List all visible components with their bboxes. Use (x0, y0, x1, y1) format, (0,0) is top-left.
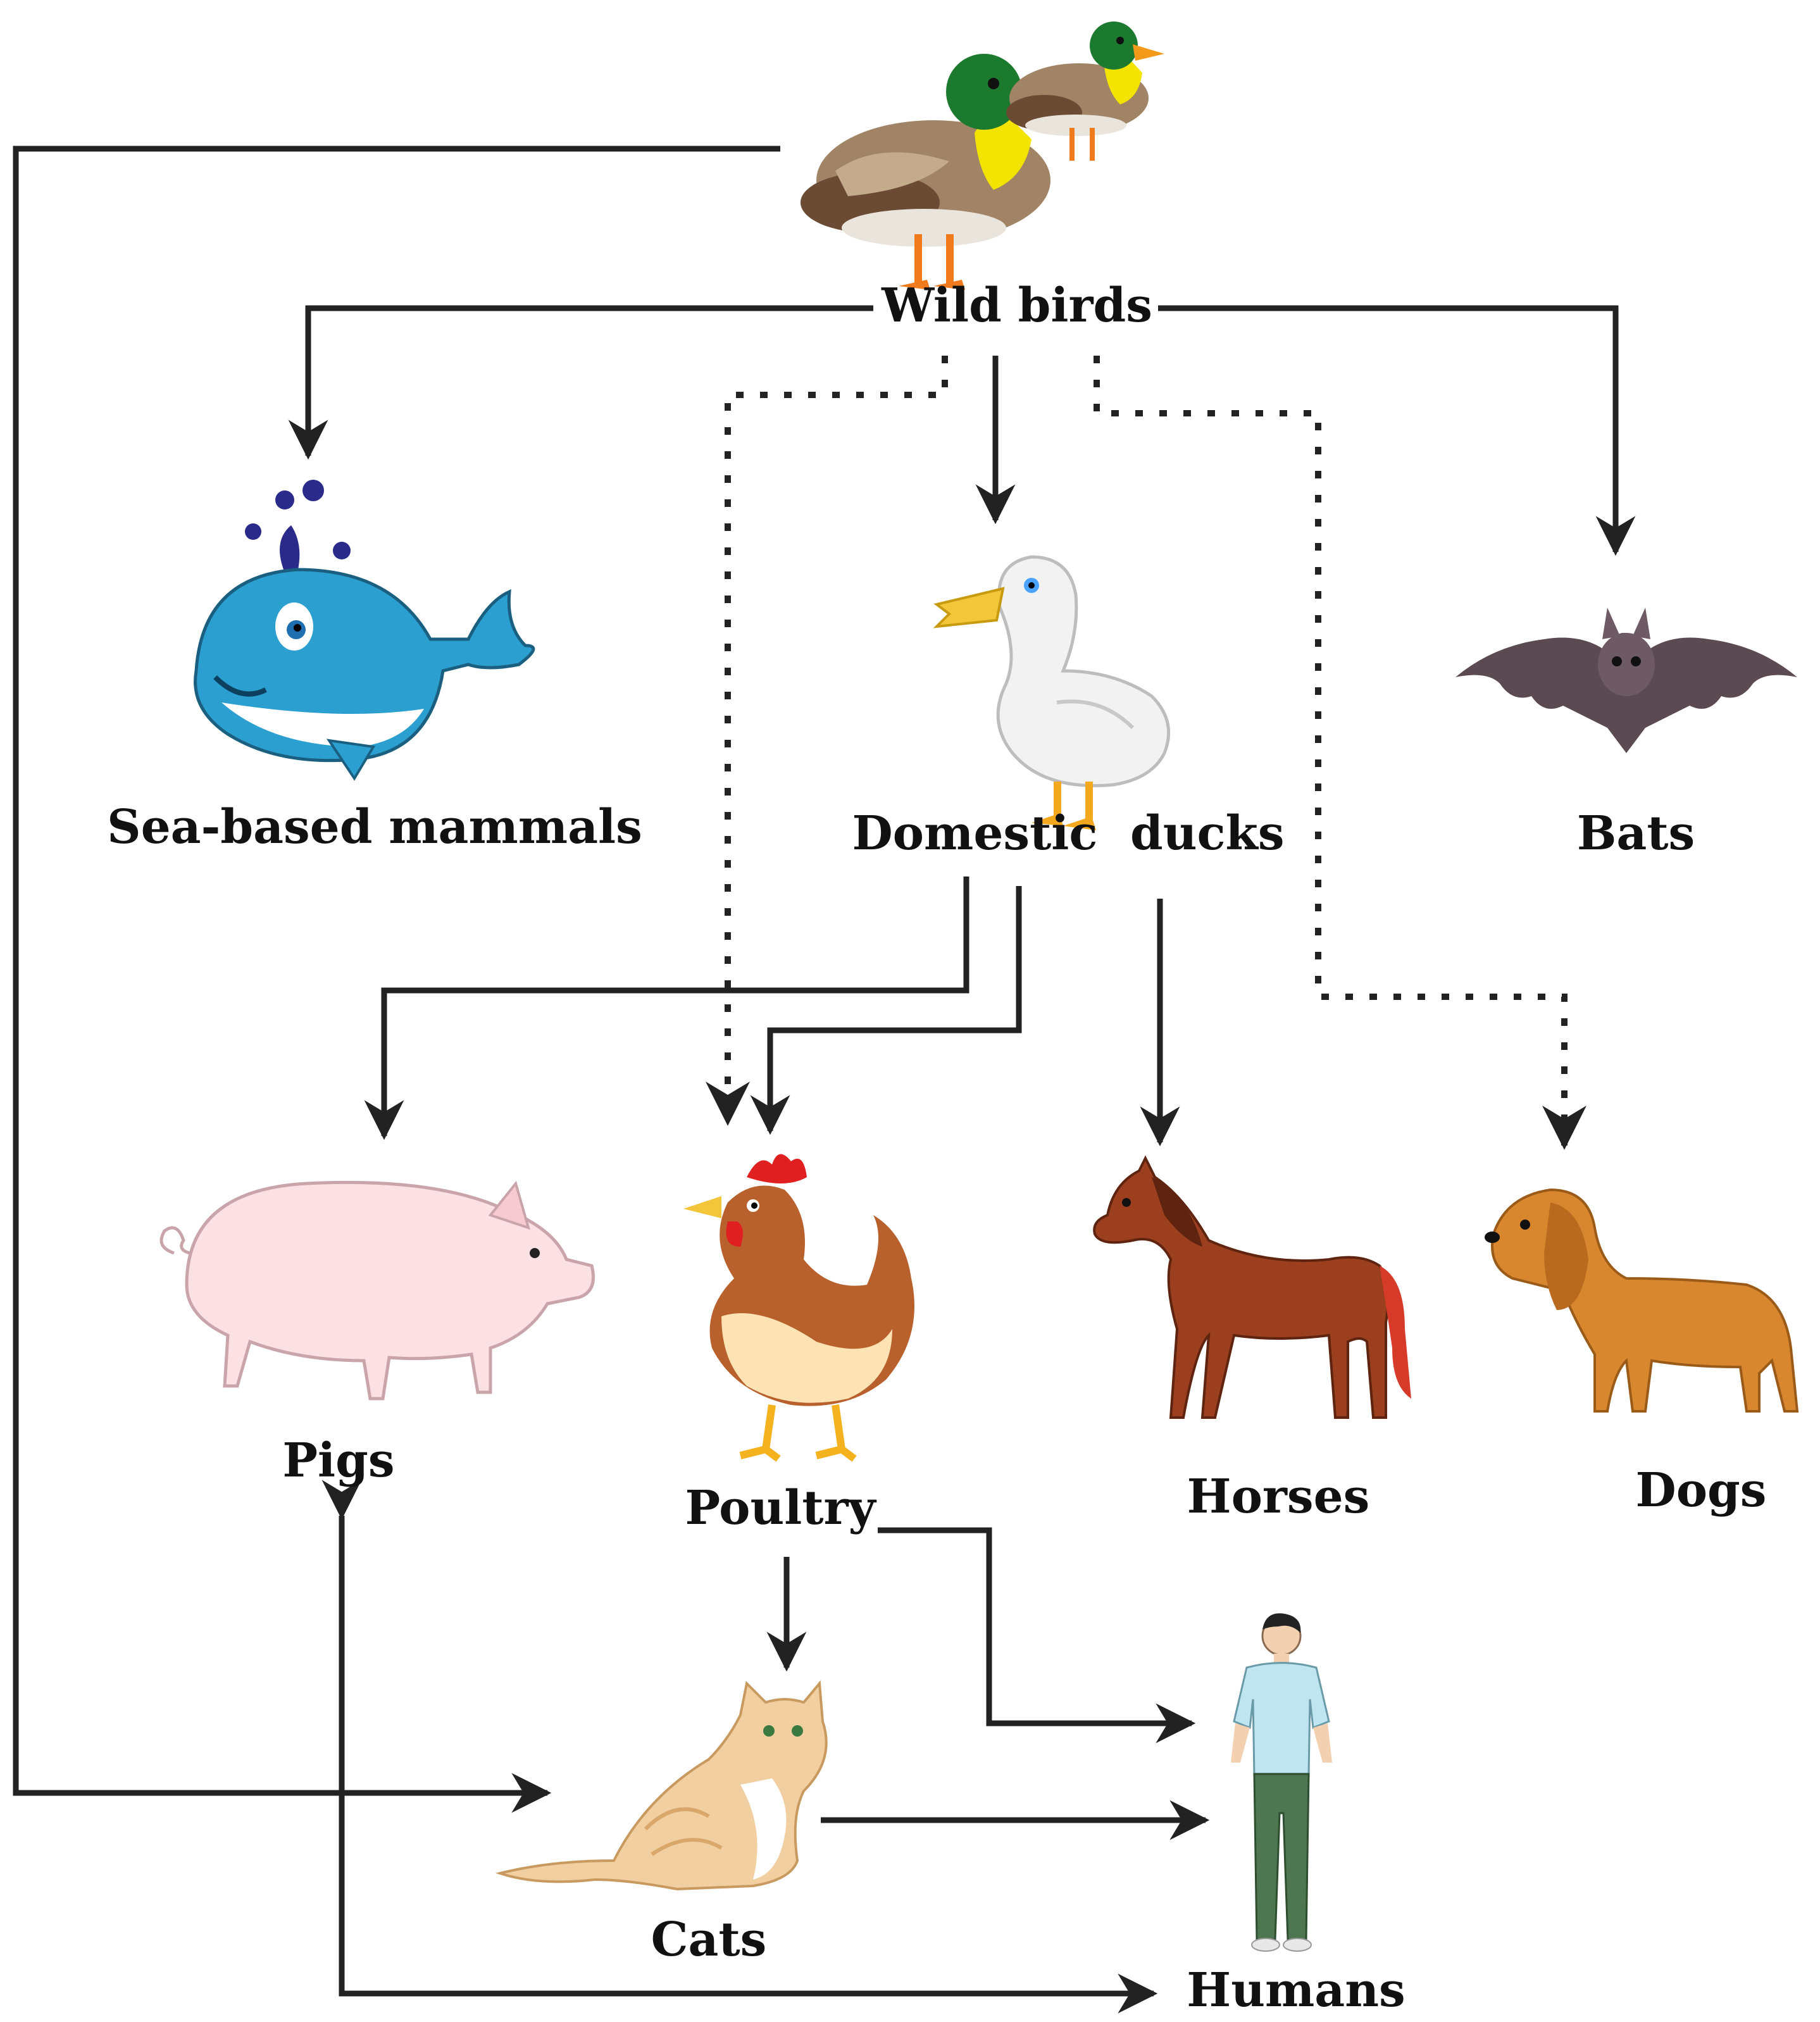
bat-icon (1455, 608, 1797, 753)
edge-pigs-humans-bidirectional (321, 1480, 1158, 2014)
label-dogs: Dogs (1636, 1463, 1767, 1518)
pig-icon (159, 1180, 595, 1401)
edge-poultry-to-humans (878, 1527, 1196, 1744)
edge-wild-birds-to-sea-mammals (288, 305, 873, 460)
edge-wild-birds-to-cats (13, 146, 780, 1813)
edge-domestic-ducks-to-poultry (750, 886, 1022, 1135)
edge-wild-birds-to-dogs (1094, 356, 1586, 1150)
labels: Wild birds Sea-based mammals Domestic du… (107, 278, 1766, 2018)
edge-wild-birds-to-poultry (706, 356, 948, 1126)
horse-icon (1093, 1155, 1411, 1419)
label-wild-birds: Wild birds (881, 278, 1152, 333)
edge-domestic-ducks-to-pigs (364, 877, 969, 1140)
edge-wild-birds-to-bats (1158, 305, 1636, 556)
label-horses: Horses (1187, 1470, 1370, 1524)
dog-icon (1485, 1188, 1799, 1413)
mallard-duck-icon (801, 22, 1164, 290)
label-domestic-ducks: Domestic ducks (852, 806, 1285, 861)
white-duck-icon (933, 555, 1171, 830)
label-cats: Cats (651, 1913, 767, 1967)
cat-icon (495, 1680, 828, 1891)
whale-icon (194, 480, 535, 781)
hen-icon (683, 1154, 914, 1462)
edges (13, 146, 1636, 2014)
label-bats: Bats (1577, 806, 1695, 861)
label-humans: Humans (1187, 1963, 1405, 2018)
label-sea-mammals: Sea-based mammals (107, 800, 642, 854)
human-icon (1231, 1613, 1332, 1952)
label-poultry: Poultry (685, 1481, 876, 1535)
label-pigs: Pigs (282, 1433, 394, 1488)
